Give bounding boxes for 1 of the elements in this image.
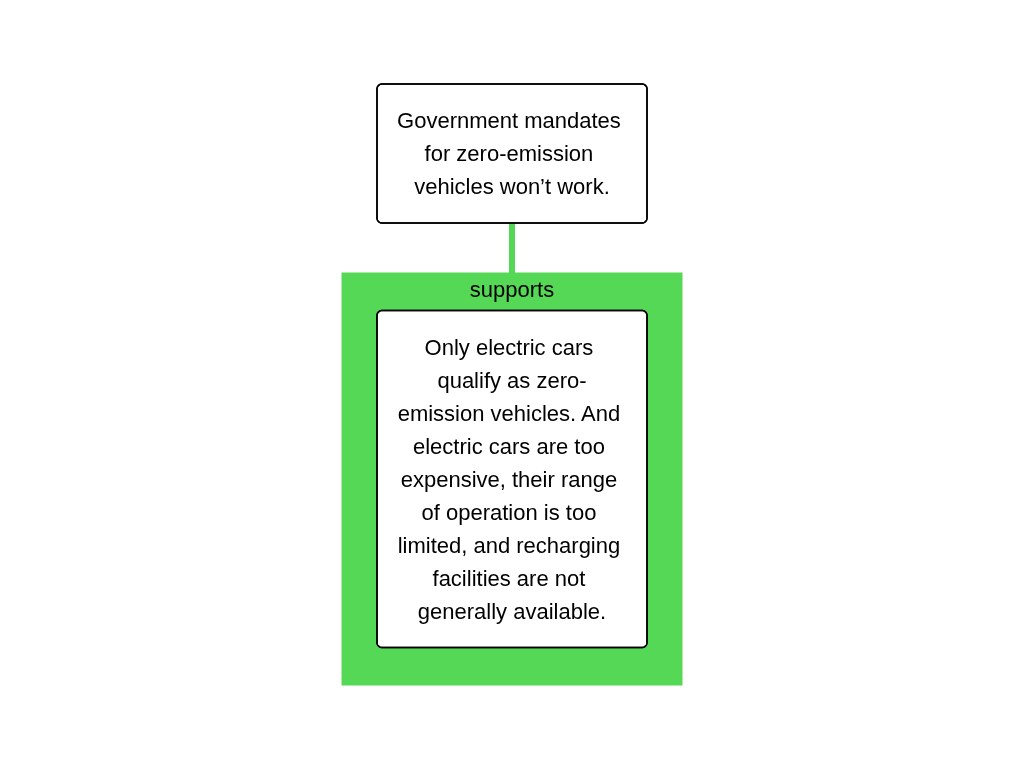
connector: [509, 222, 515, 273]
